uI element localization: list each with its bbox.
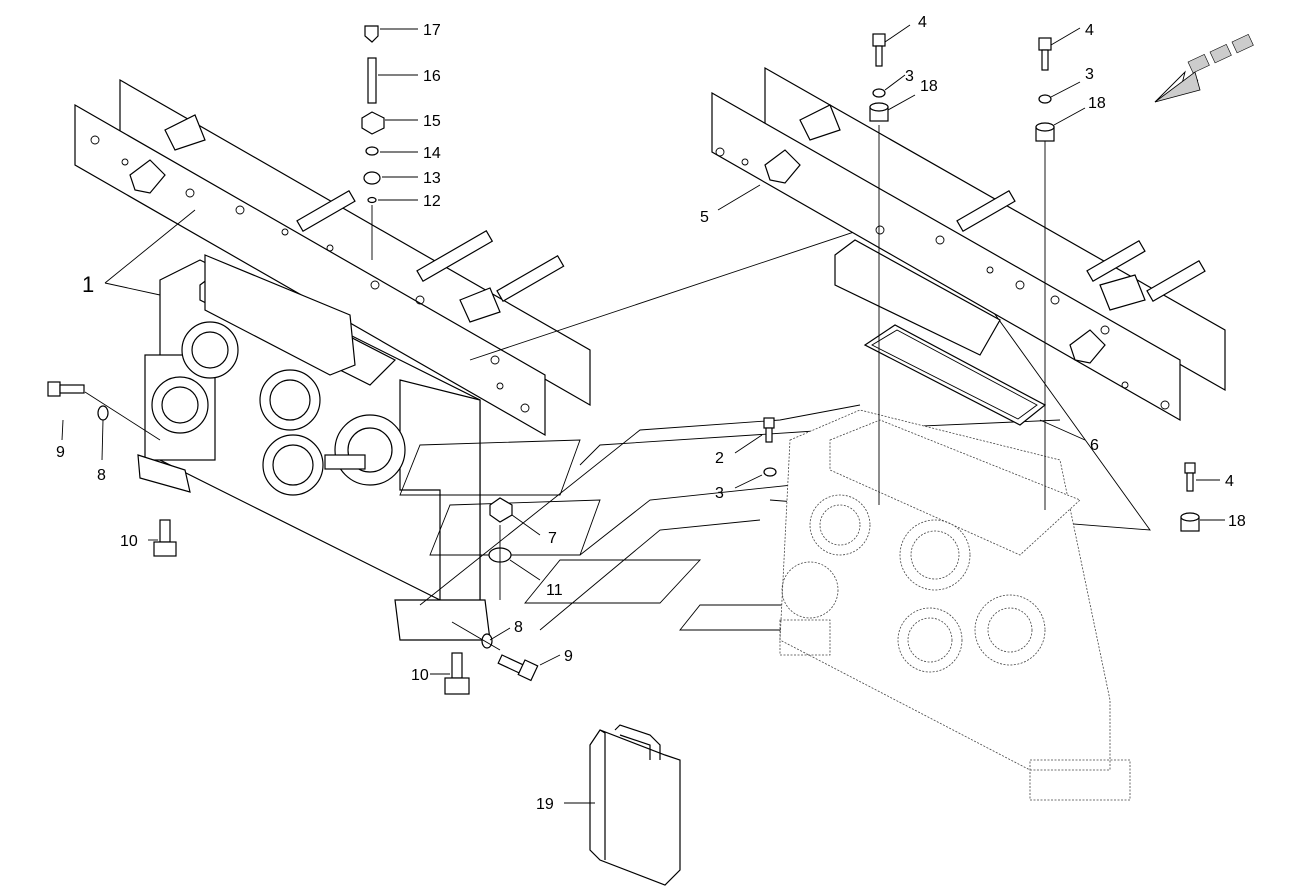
- right-frame-assembly: [711, 66, 1226, 801]
- callout-9a: 9: [56, 444, 65, 461]
- callout-2: 2: [715, 450, 724, 467]
- callout-5: 5: [700, 209, 709, 226]
- callout-19: 19: [536, 796, 554, 813]
- callout-11: 11: [546, 582, 563, 599]
- right-fasteners: [763, 33, 1254, 532]
- callout-18c: 18: [1228, 513, 1246, 530]
- callout-10a: 10: [120, 533, 138, 550]
- callout-4b: 4: [1085, 22, 1094, 39]
- callout-6: 6: [1090, 437, 1099, 454]
- oil-canister: [589, 724, 681, 886]
- callout-14: 14: [423, 145, 441, 162]
- callout-18a: 18: [920, 78, 938, 95]
- callout-15: 15: [423, 113, 441, 130]
- leader-lines: [61, 24, 1225, 804]
- left-fasteners: [47, 25, 539, 695]
- callout-labels: 1 2 3 3 3 4 4 4 5 6 7 8 8 9 9 10 10 11 1…: [56, 14, 1246, 813]
- callout-13: 13: [423, 170, 441, 187]
- callout-7: 7: [548, 530, 557, 547]
- callout-17: 17: [423, 22, 441, 39]
- callout-3a: 3: [905, 68, 914, 85]
- callout-3b: 3: [1085, 66, 1094, 83]
- callout-16: 16: [423, 68, 441, 85]
- callout-8b: 8: [514, 619, 523, 636]
- callout-1: 1: [82, 272, 94, 297]
- callout-3c: 3: [715, 485, 724, 502]
- callout-4a: 4: [918, 14, 927, 31]
- callout-18b: 18: [1088, 95, 1106, 112]
- left-frame-assembly: [74, 78, 601, 641]
- callout-12: 12: [423, 193, 441, 210]
- callout-4c: 4: [1225, 473, 1234, 490]
- callout-9b: 9: [564, 648, 573, 665]
- callout-10b: 10: [411, 667, 429, 684]
- callout-8a: 8: [97, 467, 106, 484]
